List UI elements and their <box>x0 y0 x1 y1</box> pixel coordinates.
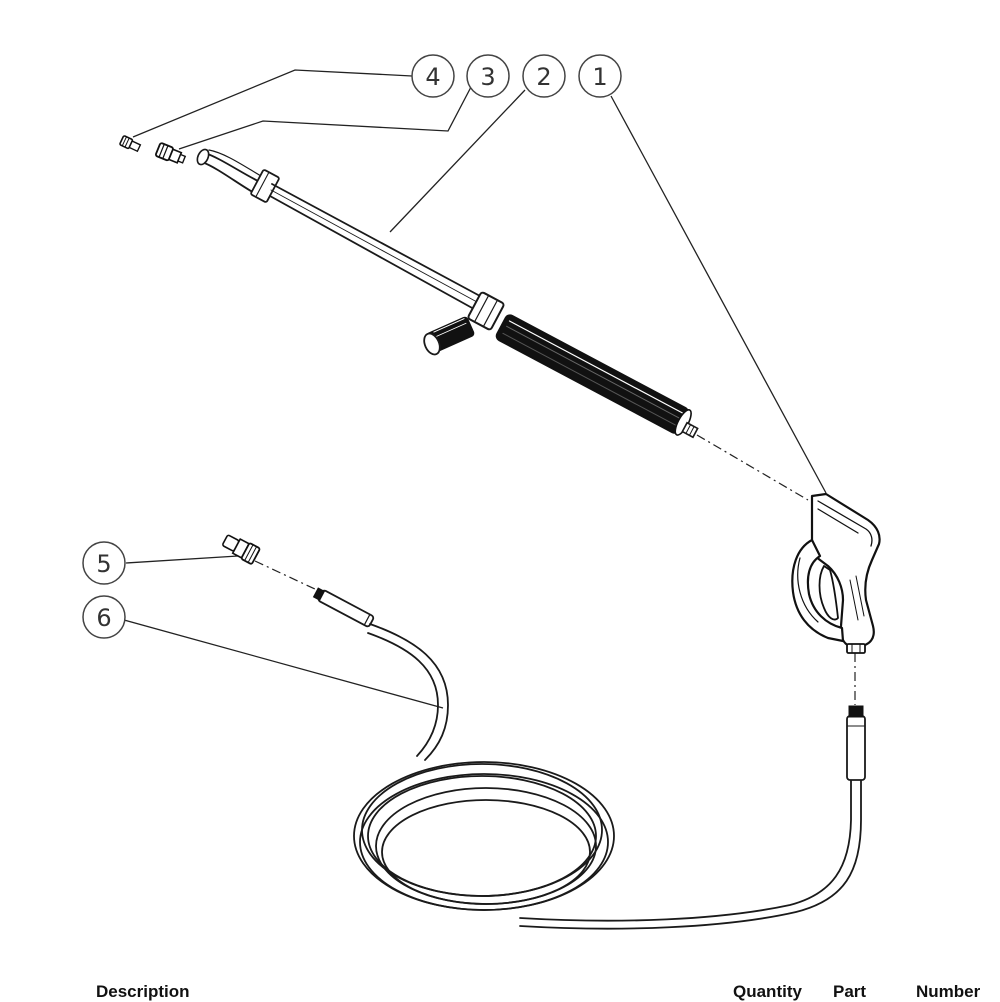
leader-lines <box>123 69 827 709</box>
leader-line-4 <box>132 69 413 138</box>
part-hose <box>312 587 866 930</box>
callout-6-label: 6 <box>96 604 111 632</box>
callout-2-label: 2 <box>536 63 551 91</box>
alignment-lines <box>254 434 856 705</box>
leader-line-2 <box>389 89 526 233</box>
table-header-quantity: Quantity <box>733 982 802 1001</box>
callout-5-label: 5 <box>96 550 111 578</box>
part-trigger-gun <box>791 492 881 654</box>
callout-1-label: 1 <box>592 63 607 91</box>
table-header-part: Part <box>833 982 867 1001</box>
part-nozzle-tip <box>119 135 142 153</box>
callout-6: 6 <box>82 595 126 639</box>
part-nozzle-adapter <box>155 142 187 164</box>
leader-line-3 <box>178 86 472 150</box>
leader-line-1 <box>610 95 827 494</box>
table-header-number: Number <box>916 982 981 1001</box>
callout-3: 3 <box>466 54 510 98</box>
callout-4: 4 <box>411 54 455 98</box>
table-header-description: Description <box>96 982 190 1001</box>
part-hose-coupler <box>222 534 261 565</box>
leader-line-6 <box>123 619 444 709</box>
callout-5: 5 <box>82 541 126 585</box>
callout-1: 1 <box>578 54 622 98</box>
leader-line-5 <box>125 555 239 564</box>
part-lance <box>196 148 699 439</box>
callout-4-label: 4 <box>425 63 440 91</box>
alignment-line-lance-gun <box>696 434 809 501</box>
callout-2: 2 <box>522 54 566 98</box>
callout-3-label: 3 <box>480 63 495 91</box>
alignment-line-coupler-hose <box>254 560 318 591</box>
